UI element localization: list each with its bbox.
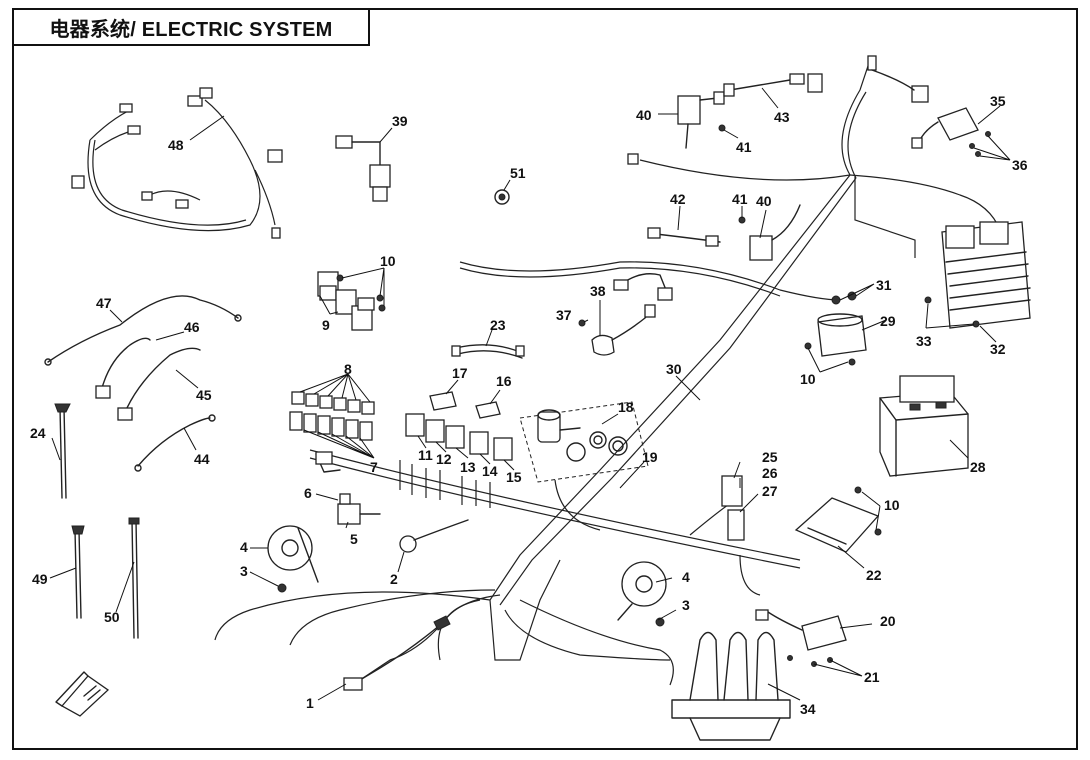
battery-strap-34 — [671, 631, 791, 741]
callout-5: 5 — [350, 531, 358, 547]
connector-25-27 — [721, 475, 745, 541]
callout-45: 45 — [196, 387, 212, 403]
battery-28 — [879, 375, 969, 477]
callout-13: 13 — [460, 459, 476, 475]
cables-44-47 — [44, 295, 242, 472]
callout-32: 32 — [990, 341, 1006, 357]
grommet-51 — [494, 189, 510, 205]
callout-42: 42 — [670, 191, 686, 207]
callout-31: 31 — [876, 277, 892, 293]
holders-16-17 — [429, 391, 501, 419]
callout-4: 4 — [682, 569, 690, 585]
fuse-holders-11-15 — [399, 413, 513, 508]
callout-26: 26 — [762, 465, 778, 481]
callout-50: 50 — [104, 609, 120, 625]
callout-36: 36 — [1012, 157, 1028, 173]
callout-30: 30 — [666, 361, 682, 377]
callout-3: 3 — [682, 597, 690, 613]
callout-34: 34 — [800, 701, 816, 717]
callout-6: 6 — [304, 485, 312, 501]
callout-25: 25 — [762, 449, 778, 465]
callout-43: 43 — [774, 109, 790, 125]
callout-labels: 1 2 3 3 4 4 5 6 7 8 9 10 10 10 11 12 13 … — [30, 93, 1028, 717]
module-35-36 — [911, 107, 991, 157]
callout-14: 14 — [482, 463, 498, 479]
relay-5-6 — [337, 493, 381, 525]
callout-35: 35 — [990, 93, 1006, 109]
callout-7: 7 — [370, 459, 378, 475]
cable-ties-24-49-50 — [54, 403, 140, 639]
callout-29: 29 — [880, 313, 896, 329]
callout-10: 10 — [884, 497, 900, 513]
main-wiring-harness — [214, 59, 1001, 686]
callout-40: 40 — [756, 193, 772, 209]
callout-51: 51 — [510, 165, 526, 181]
callout-18: 18 — [618, 399, 634, 415]
callout-11: 11 — [418, 447, 433, 463]
callout-48: 48 — [168, 137, 184, 153]
connectors-40-41-43 — [627, 55, 929, 165]
callout-44: 44 — [194, 451, 210, 467]
ignition-switch-18 — [519, 401, 649, 483]
callout-10: 10 — [380, 253, 396, 269]
rectifier-32-33 — [924, 221, 1031, 329]
front-arrow-icon — [55, 671, 110, 717]
callout-37: 37 — [556, 307, 572, 323]
oxygen-sensor-1 — [343, 615, 451, 691]
horn-right-4 — [617, 561, 667, 627]
callout-20: 20 — [880, 613, 896, 629]
callout-4: 4 — [240, 539, 248, 555]
fuses-7-8 — [289, 391, 375, 473]
callout-49: 49 — [32, 571, 48, 587]
speed-sensor-38 — [578, 273, 673, 356]
callout-46: 46 — [184, 319, 200, 335]
callout-1: 1 — [306, 695, 314, 711]
callout-22: 22 — [866, 567, 882, 583]
callout-3: 3 — [240, 563, 248, 579]
callout-9: 9 — [322, 317, 330, 333]
callout-41: 41 — [732, 191, 748, 207]
callout-38: 38 — [590, 283, 606, 299]
callout-21: 21 — [864, 669, 880, 685]
callout-39: 39 — [392, 113, 408, 129]
callout-16: 16 — [496, 373, 512, 389]
relays-9-10 — [317, 271, 386, 331]
callout-24: 24 — [30, 425, 46, 441]
page-title: 电器系统/ ELECTRIC SYSTEM — [49, 18, 333, 41]
callout-10: 10 — [800, 371, 816, 387]
title-box: 电器系统/ ELECTRIC SYSTEM — [12, 8, 370, 46]
auxiliary-harness-48 — [71, 87, 283, 239]
leader-lines — [49, 87, 1011, 701]
callout-2: 2 — [390, 571, 398, 587]
jumper-harness-23 — [451, 344, 525, 359]
callout-12: 12 — [436, 451, 452, 467]
horn-left-4 — [267, 525, 319, 593]
callout-17: 17 — [452, 365, 468, 381]
grommet-2 — [399, 519, 469, 553]
sensor-39 — [335, 135, 391, 202]
module-20-21 — [755, 609, 847, 667]
starter-relay-29 — [804, 291, 867, 366]
callout-28: 28 — [970, 459, 986, 475]
diagram-frame — [12, 8, 1078, 750]
callout-40: 40 — [636, 107, 652, 123]
callout-19: 19 — [642, 449, 658, 465]
callout-33: 33 — [916, 333, 932, 349]
callout-41: 41 — [736, 139, 752, 155]
callout-27: 27 — [762, 483, 778, 499]
callout-8: 8 — [344, 361, 352, 377]
callout-23: 23 — [490, 317, 506, 333]
callout-47: 47 — [96, 295, 112, 311]
callout-15: 15 — [506, 469, 522, 485]
connectors-40-41-42 — [647, 204, 801, 261]
